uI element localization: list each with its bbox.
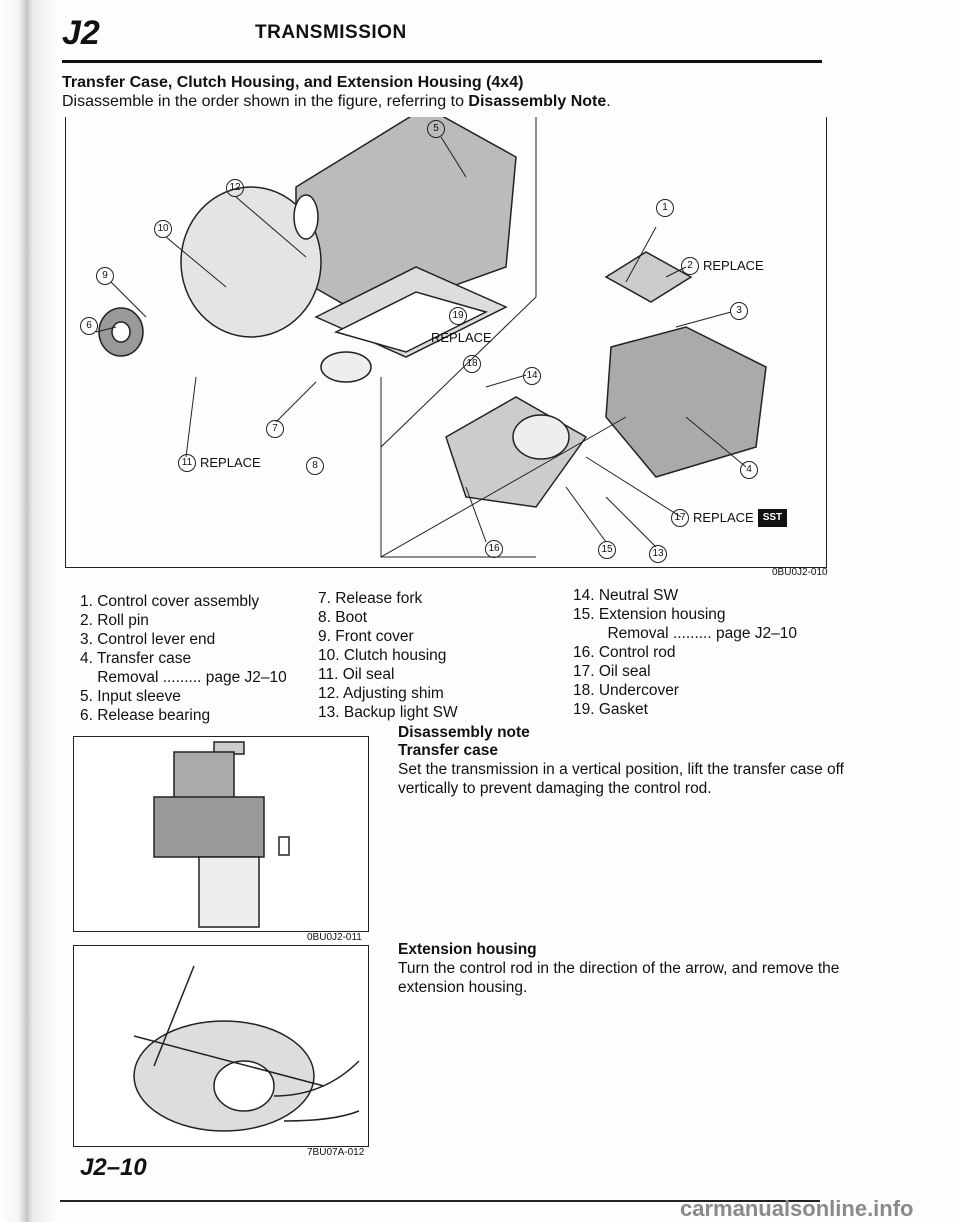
sst-badge: SST [757, 509, 788, 527]
part-item: 13. Backup light SW [318, 704, 458, 721]
callout-4: 4 [740, 461, 758, 479]
figure-code: 0BU0J2-010 [772, 567, 828, 578]
extension-housing-figure [73, 945, 369, 1147]
callout-12: 12 [226, 179, 244, 197]
parts-list-col3: 14. Neutral SW 15. Extension housing Remo… [573, 586, 797, 719]
callout-10: 10 [154, 220, 172, 238]
part-item: 18. Undercover [573, 682, 679, 699]
callout-number: 7 [266, 420, 284, 438]
header-rule [62, 60, 822, 63]
callout-number: 2 [681, 257, 699, 275]
footer-rule [60, 1200, 820, 1202]
disassembly-note: Disassembly note Transfer case Set the t… [398, 724, 858, 798]
replace-label: REPLACE [693, 510, 754, 525]
callout-number: 3 [730, 302, 748, 320]
watermark: carmanualsonline.info [680, 1196, 914, 1221]
callout-number: 11 [178, 454, 196, 472]
part-item: 3. Control lever end [80, 631, 216, 648]
callout-number: 13 [649, 545, 667, 563]
callout-number: 6 [80, 317, 98, 335]
callout-15: 15 [598, 541, 616, 559]
part-item: 5. Input sleeve [80, 688, 181, 705]
section-code: J2 [62, 14, 100, 52]
part-item-reference: Removal ......... page J2–10 [573, 625, 798, 642]
intro-link: Disassembly Note [468, 93, 607, 110]
callout-19: 19 [449, 307, 467, 325]
part-item: 1. Control cover assembly [80, 593, 260, 610]
callout-number: 14 [523, 367, 541, 385]
parts-list-col2: 7. Release fork 8. Boot 9. Front cover 10. … [318, 589, 458, 722]
replace-label: REPLACE [200, 455, 261, 470]
note-extension-text: Turn the control rod in the direction of… [398, 960, 840, 996]
part-item: 4. Transfer case [80, 650, 192, 667]
callout-6: 6 [80, 317, 98, 335]
part-item: 15. Extension housing [573, 606, 726, 623]
part-item: 14. Neutral SW [573, 587, 679, 604]
parts-list-col1: 1. Control cover assembly 2. Roll pin 3. C… [80, 592, 287, 725]
note-extension-title: Extension housing [398, 941, 537, 958]
callout-18: 18 [463, 355, 481, 373]
callout-number: 1 [656, 199, 674, 217]
page-header-title: TRANSMISSION [255, 22, 407, 43]
callout-number: 12 [226, 179, 244, 197]
extension-note: Extension housing Turn the control rod i… [398, 941, 858, 997]
transfer-case-drawing [153, 741, 290, 928]
callout-number: 5 [427, 120, 445, 138]
exploded-view-drawing [95, 117, 767, 558]
scan-binding-edge [0, 0, 60, 1222]
part-item: 19. Gasket [573, 701, 648, 718]
part-item: 8. Boot [318, 609, 368, 626]
callout-2: 2 REPLACE [681, 257, 764, 275]
part-item: 11. Oil seal [318, 666, 395, 683]
transfer-case-figure [73, 736, 369, 932]
callout-1: 1 [656, 199, 674, 217]
part-item-reference: Removal ......... page J2–10 [80, 669, 287, 686]
part-item: 12. Adjusting shim [318, 685, 444, 702]
part-item: 10. Clutch housing [318, 647, 447, 664]
callout-number: 19 [449, 307, 467, 325]
part-item: 16. Control rod [573, 644, 676, 661]
callout-7: 7 [266, 420, 284, 438]
callout-number: 8 [306, 457, 324, 475]
section-title: Transfer Case, Clutch Housing, and Exten… [62, 74, 524, 91]
callout-number: 17 [671, 509, 689, 527]
callout-14: 14 [523, 367, 541, 385]
intro-text: Disassemble in the order shown in the fi… [62, 93, 611, 111]
intro-suffix: . [606, 93, 611, 110]
callout-number: 16 [485, 540, 503, 558]
callout-16: 16 [485, 540, 503, 558]
intro-prefix: Disassemble in the order shown in the fi… [62, 93, 469, 110]
callout-number: 9 [96, 267, 114, 285]
part-item: 6. Release bearing [80, 707, 211, 724]
callout-9: 9 [96, 267, 114, 285]
callout-number: 18 [463, 355, 481, 373]
part-item: 2. Roll pin [80, 612, 149, 629]
callout-number: 10 [154, 220, 172, 238]
callout-19-replace: REPLACE [431, 330, 492, 346]
note-heading: Disassembly note [398, 724, 530, 741]
callout-number: 15 [598, 541, 616, 559]
page-number: J2–10 [80, 1154, 147, 1181]
callout-11: 11 REPLACE [178, 454, 261, 472]
part-item: 17. Oil seal [573, 663, 651, 680]
callout-5: 5 [427, 120, 445, 138]
figure-code: 0BU0J2-011 [307, 932, 362, 943]
callout-13: 13 [649, 545, 667, 563]
part-item: 7. Release fork [318, 590, 423, 607]
note-transfer-text: Set the transmission in a vertical posit… [398, 761, 844, 797]
replace-label: REPLACE [703, 258, 764, 273]
figure-code: 7BU07A-012 [307, 1147, 365, 1158]
extension-housing-drawing [133, 965, 360, 1132]
replace-label: REPLACE [431, 330, 492, 345]
callout-8: 8 [306, 457, 324, 475]
callout-number: 4 [740, 461, 758, 479]
callout-3: 3 [730, 302, 748, 320]
note-transfer-title: Transfer case [398, 742, 498, 759]
part-item: 9. Front cover [318, 628, 414, 645]
